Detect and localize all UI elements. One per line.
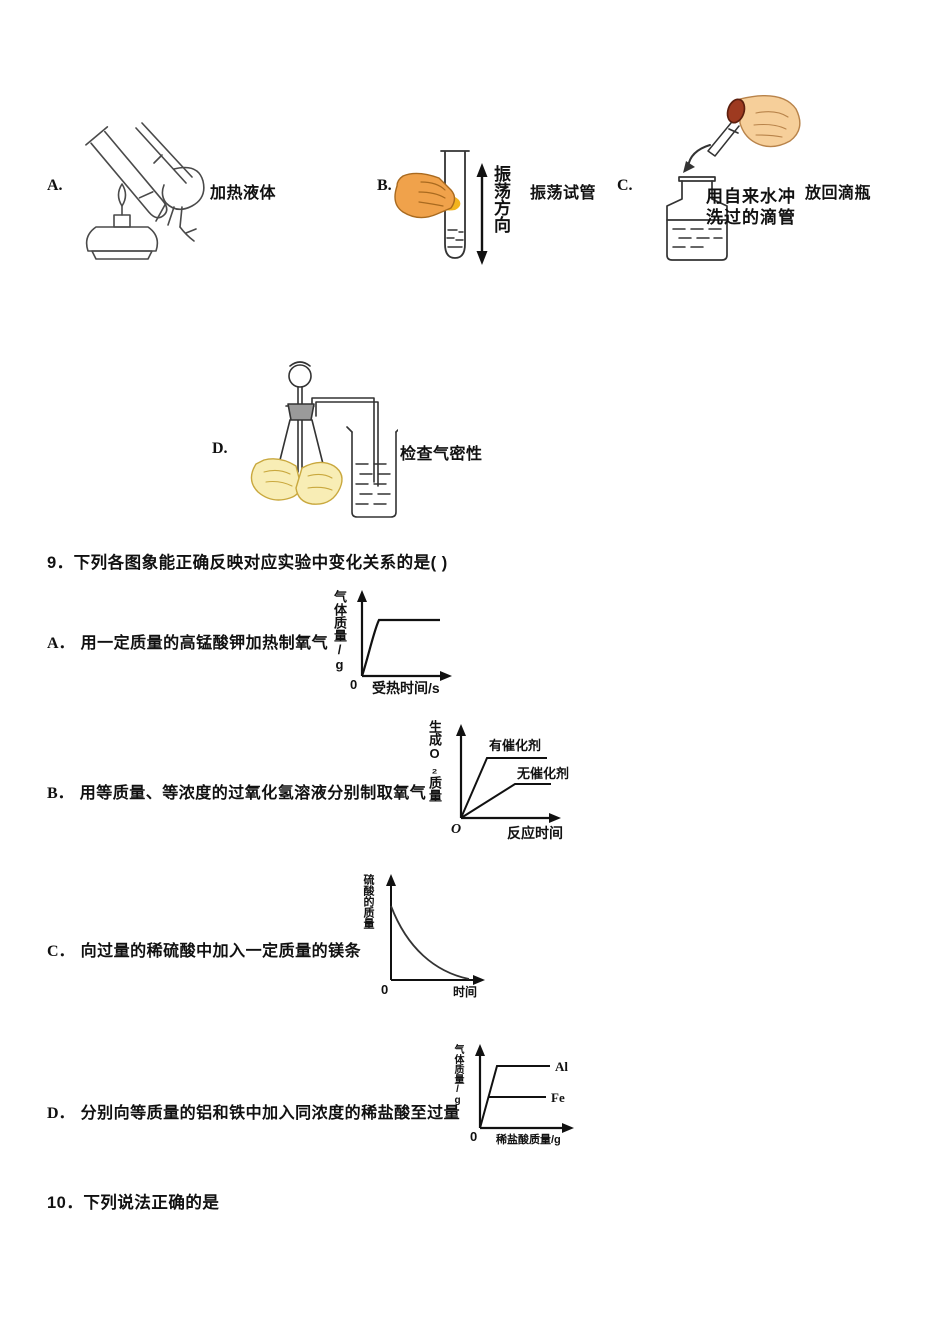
q9-option-b: B． 用等质量、等浓度的过氧化氢溶液分别制取氧气 [47, 779, 426, 803]
dropper-bottle-drawing [666, 94, 801, 261]
q9-option-c-text: 向过量的稀硫酸中加入一定质量的镁条 [80, 943, 362, 960]
q9-graph-b-ylabel: 生成O₂质量 [427, 720, 442, 802]
q9-option-c: C． 向过量的稀硫酸中加入一定质量的镁条 [47, 937, 361, 961]
svg-text:0: 0 [350, 677, 357, 692]
apparatus-c-caption: 放回滴瓶 [805, 185, 872, 202]
q9-option-b-text: 用等质量、等浓度的过氧化氢溶液分别制取氧气 [79, 785, 427, 802]
heating-liquid-apparatus-drawing [85, 122, 205, 260]
svg-text:有催化剂: 有催化剂 [489, 738, 541, 753]
q9-option-b-label: B． [47, 785, 74, 802]
apparatus-c-note: 用自来水冲 洗过的滴管 [706, 186, 796, 228]
apparatus-a-caption: 加热液体 [210, 185, 277, 202]
airtightness-check-drawing [250, 361, 398, 518]
q9-graph-b: 生成O₂质量 有催化剂 无催化剂 O 反应时间 [427, 716, 573, 846]
apparatus-c-label: C. [617, 177, 633, 194]
svg-text:反应时间: 反应时间 [507, 825, 563, 841]
q9-graph-a-ylabel: 气体质量/g [332, 590, 347, 672]
apparatus-d-caption: 检查气密性 [400, 446, 483, 463]
shake-direction-note: 振荡方向 [491, 165, 510, 233]
svg-text:0: 0 [381, 982, 388, 997]
apparatus-b-caption: 振荡试管 [530, 185, 597, 202]
q9-graph-c-ylabel: 硫酸的质量 [362, 874, 374, 929]
q9-graph-c: 硫酸的质量 0 时间 [362, 870, 491, 1000]
q9-graph-b-plot: 有催化剂 无催化剂 O 反应时间 [451, 724, 569, 841]
q9-option-a: A． 用一定质量的高锰酸钾加热制氧气 [47, 629, 328, 653]
question-9-stem: 9．下列各图象能正确反映对应实验中变化关系的是( ) [47, 554, 448, 572]
q9-option-d-text: 分别向等质量的铝和铁中加入同浓度的稀盐酸至过量 [80, 1105, 461, 1122]
apparatus-c-note-line2: 洗过的滴管 [706, 208, 796, 227]
q9-option-d-label: D． [47, 1105, 75, 1122]
q9-graph-d-ylabel: 气体质量/g [452, 1044, 463, 1106]
q9-option-a-label: A． [47, 635, 75, 652]
q9-option-c-label: C． [47, 943, 75, 960]
apparatus-c-note-line1: 用自来水冲 [706, 187, 796, 206]
q9-graph-d-plot: Al Fe 0 稀盐酸质量/g [470, 1044, 574, 1146]
q9-option-d: D． 分别向等质量的铝和铁中加入同浓度的稀盐酸至过量 [47, 1099, 460, 1123]
shaking-test-tube-drawing [394, 150, 470, 259]
q9-graph-a: 气体质量/g 0 受热时间/s [332, 586, 458, 700]
q9-option-a-text: 用一定质量的高锰酸钾加热制氧气 [80, 635, 329, 652]
question-10-stem: 10．下列说法正确的是 [47, 1194, 220, 1212]
q9-graph-c-plot: 0 时间 [381, 874, 485, 999]
q9-graph-a-plot: 0 受热时间/s [350, 590, 452, 696]
svg-text:稀盐酸质量/g: 稀盐酸质量/g [496, 1132, 561, 1146]
shake-direction-arrow-icon [476, 163, 488, 265]
svg-text:0: 0 [470, 1129, 477, 1144]
svg-text:时间: 时间 [453, 984, 477, 999]
svg-text:O: O [451, 822, 461, 837]
apparatus-b-label: B. [377, 177, 392, 194]
svg-text:无催化剂: 无催化剂 [516, 766, 569, 781]
svg-text:受热时间/s: 受热时间/s [372, 680, 440, 696]
apparatus-a-label: A. [47, 177, 63, 194]
q9-graph-d: 气体质量/g Al Fe 0 稀盐酸质量/g [452, 1040, 582, 1152]
apparatus-d-label: D. [212, 440, 228, 457]
svg-text:Fe: Fe [551, 1090, 565, 1105]
svg-text:Al: Al [555, 1059, 568, 1074]
